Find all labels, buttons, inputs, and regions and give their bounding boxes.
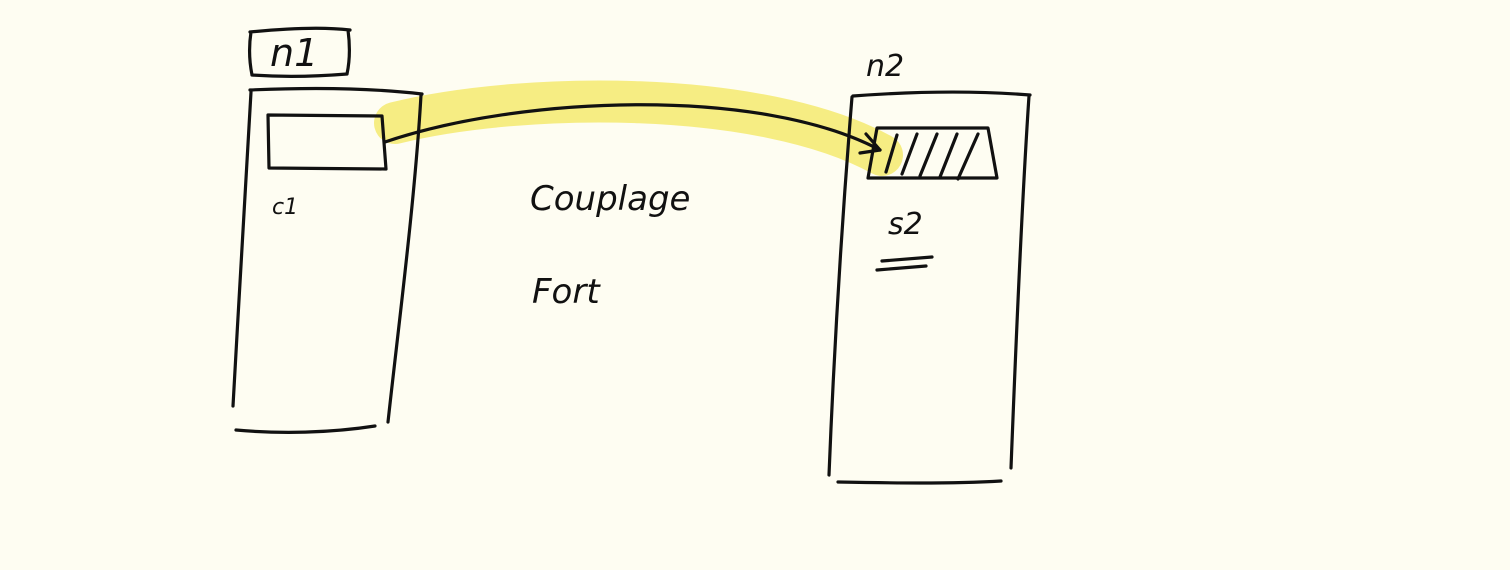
note-couplage: Couplage <box>530 179 690 219</box>
node-n2-box <box>827 90 1032 485</box>
connection-line <box>383 103 882 152</box>
component-s2-label-underline <box>875 255 934 272</box>
component-c1-label: c1 <box>272 195 298 220</box>
component-s2 <box>866 126 999 181</box>
connection-arrow <box>383 103 882 155</box>
node-n2: n2 s2 <box>827 49 1032 485</box>
component-s2-box <box>866 126 999 180</box>
node-n1-label: n1 <box>270 31 318 75</box>
connection-arrowhead <box>858 132 882 155</box>
note-fort: Fort <box>532 272 601 312</box>
component-s2-hatching <box>884 132 980 181</box>
node-n2-label: n2 <box>866 49 904 84</box>
node-n1: n1 c1 <box>231 26 424 434</box>
component-s2-label: s2 <box>888 207 923 242</box>
node-n1-box <box>231 87 424 434</box>
node-n1-label-box <box>248 26 352 78</box>
component-c1 <box>266 113 388 171</box>
connection-highlight <box>374 80 903 176</box>
